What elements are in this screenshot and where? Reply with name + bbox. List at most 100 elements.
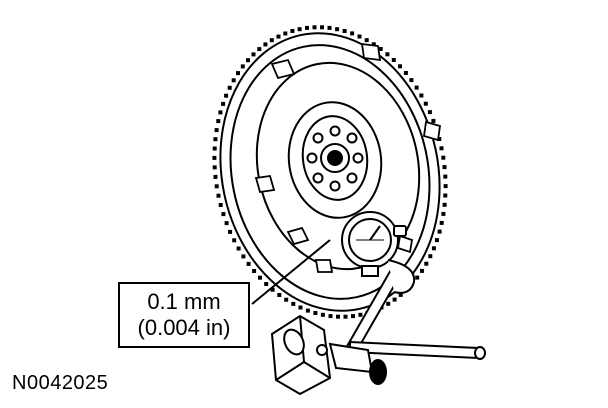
gear-tooth (431, 118, 436, 123)
gear-tooth (371, 42, 376, 47)
ring-gear-teeth (212, 25, 448, 319)
gear-tooth (297, 27, 302, 32)
runout-spec-callout: 0.1 mm (0.004 in) (118, 282, 250, 348)
gear-tooth (437, 137, 442, 141)
gear-tooth (350, 31, 355, 36)
gear-tooth (335, 27, 340, 32)
gear-tooth (214, 184, 219, 189)
gear-tooth (221, 212, 226, 217)
gear-tooth (443, 174, 448, 179)
gear-tooth (236, 246, 241, 251)
gear-tooth (328, 314, 333, 319)
gear-tooth (442, 202, 447, 207)
gear-tooth (427, 110, 432, 115)
gear-tooth (419, 93, 424, 98)
gear-tooth (284, 297, 289, 302)
gear-tooth (434, 238, 439, 243)
gear-tooth (246, 261, 251, 266)
gear-tooth (414, 85, 419, 90)
callout-leader-line (251, 239, 331, 305)
gear-tooth (386, 301, 391, 306)
magnetic-base (270, 314, 387, 396)
figure-id: N0042025 (12, 372, 109, 394)
gear-tooth (298, 305, 303, 310)
gear-tooth (290, 29, 295, 33)
gear-tooth (443, 193, 448, 198)
gear-tooth (364, 38, 369, 43)
gear-tooth (385, 52, 390, 57)
gear-tooth (257, 47, 262, 52)
gear-tooth (224, 93, 229, 98)
gear-tooth (221, 101, 226, 106)
gear-tooth (251, 52, 256, 57)
gear-tooth (320, 312, 325, 317)
gear-tooth (252, 269, 257, 273)
gear-tooth (228, 229, 233, 234)
gear-tooth (218, 203, 223, 207)
gear-tooth (224, 221, 229, 226)
gear-tooth (227, 85, 232, 90)
gear-tooth (305, 25, 309, 30)
gear-tooth (269, 38, 274, 43)
gear-tooth (213, 137, 218, 142)
gear-tooth (442, 165, 447, 170)
runout-metric-value: 0.1 mm (147, 289, 221, 314)
gear-tooth (420, 268, 424, 273)
gear-tooth (439, 146, 444, 151)
gear-tooth (423, 101, 428, 106)
gear-tooth (431, 246, 436, 251)
gear-tooth (258, 275, 262, 280)
gear-tooth (283, 31, 288, 36)
gear-tooth (277, 293, 282, 297)
gear-tooth (264, 282, 269, 286)
gear-tooth (439, 220, 444, 225)
gear-tooth (441, 155, 446, 160)
bolt-holes (306, 125, 364, 192)
gear-tooth (276, 34, 281, 39)
gear-tooth (216, 119, 221, 124)
gear-tooth (392, 297, 397, 302)
gear-tooth (351, 314, 355, 319)
gear-tooth (291, 301, 296, 306)
gear-tooth (409, 78, 414, 83)
gear-tooth (218, 110, 223, 115)
gear-tooth (336, 314, 340, 319)
gear-tooth (305, 308, 310, 313)
gear-tooth (214, 128, 219, 133)
gear-tooth (441, 211, 446, 216)
gear-tooth (327, 25, 332, 30)
gear-tooth (240, 64, 245, 69)
gear-tooth (312, 25, 317, 30)
gear-tooth (443, 184, 448, 189)
gear-tooth (212, 146, 217, 151)
gear-tooth (246, 58, 250, 63)
gear-tooth (320, 25, 324, 30)
gear-tooth (212, 165, 217, 170)
gear-tooth (428, 254, 433, 259)
gear-tooth (398, 64, 402, 69)
gear-tooth (231, 78, 236, 83)
gear-tooth (424, 261, 429, 266)
gear-tooth (241, 254, 246, 259)
runout-imperial-value: (0.004 in) (137, 315, 231, 340)
gear-tooth (216, 193, 221, 198)
gear-tooth (270, 287, 275, 292)
gear-tooth (263, 42, 268, 47)
gear-tooth (415, 275, 420, 280)
gear-tooth (343, 314, 348, 319)
gear-tooth (232, 238, 237, 243)
gear-tooth (236, 71, 240, 76)
gear-tooth (398, 292, 403, 297)
gear-tooth (213, 174, 218, 179)
gear-tooth (437, 229, 442, 234)
gear-tooth (342, 29, 347, 33)
gear-tooth (391, 58, 396, 62)
gear-tooth (313, 311, 318, 315)
dial-indicator (341, 211, 407, 277)
gear-tooth (212, 155, 217, 160)
gear-tooth (358, 312, 363, 317)
mounting-lugs (254, 42, 442, 273)
indicator-arm (344, 259, 486, 360)
gear-tooth (357, 34, 362, 39)
